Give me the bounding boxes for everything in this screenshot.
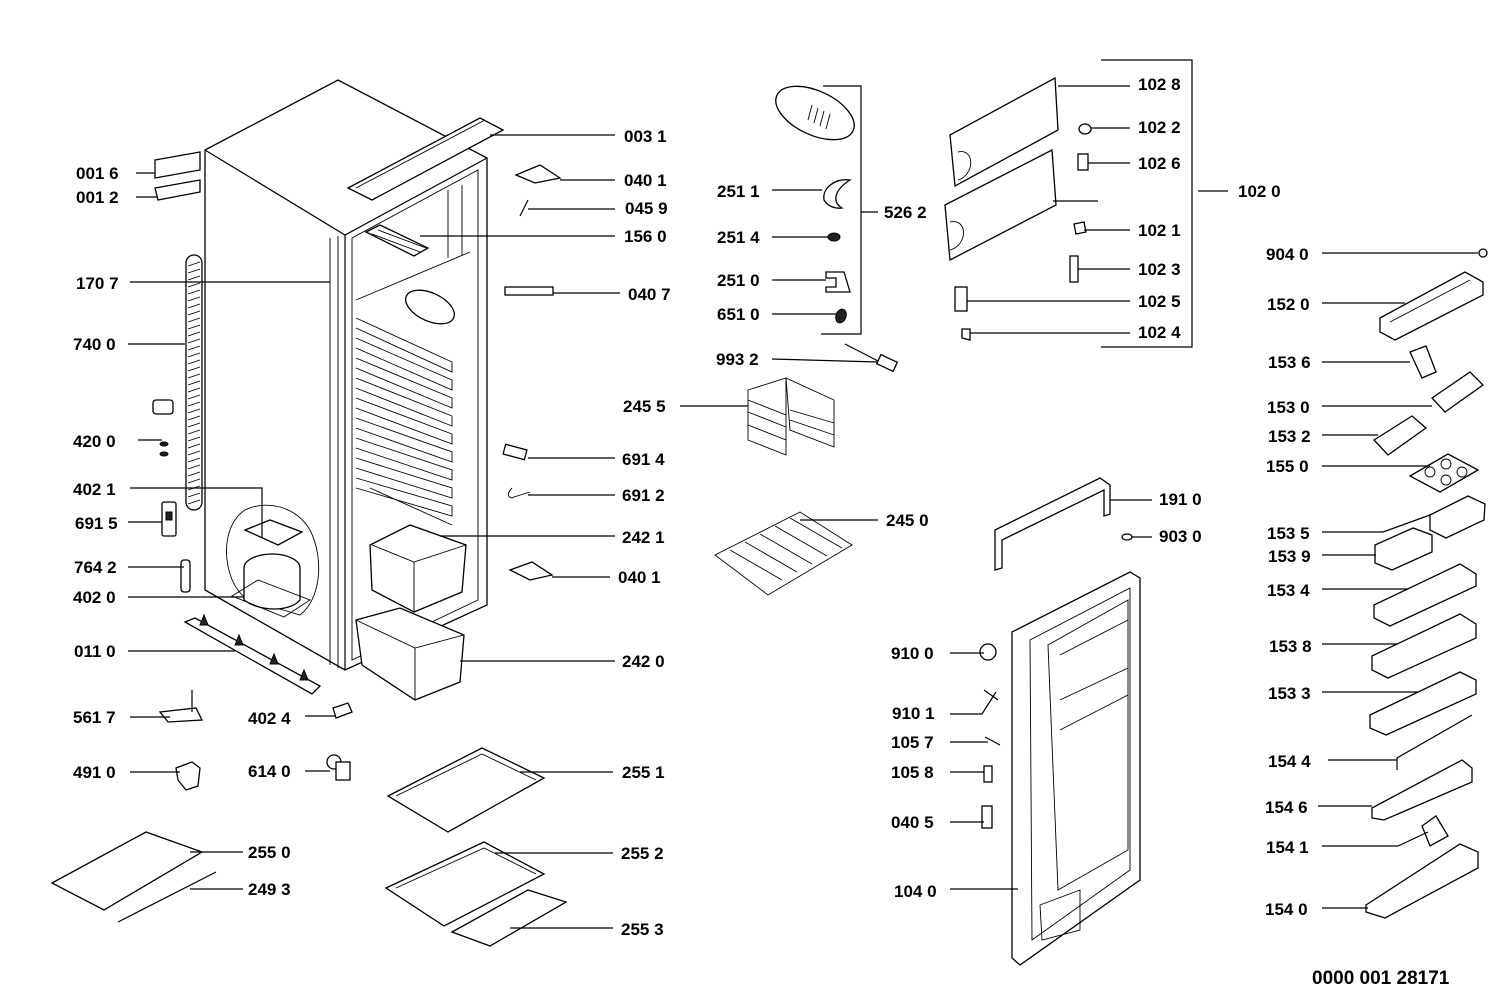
part-callout-251-4: 251 4 — [717, 228, 760, 247]
part-callout-251-1: 251 1 — [717, 182, 760, 201]
part-callout-910-1: 910 1 — [892, 704, 935, 723]
part-callout-245-5: 245 5 — [623, 397, 666, 416]
part-callout-040-1: 040 1 — [624, 171, 667, 190]
part-callout-102-6: 102 6 — [1138, 154, 1181, 173]
part-callout-420-0: 420 0 — [73, 432, 116, 451]
door-bins — [1365, 248, 1488, 919]
part-callout-255-3: 255 3 — [621, 920, 664, 939]
part-callout-903-0: 903 0 — [1159, 527, 1202, 546]
part-callout-102-1: 102 1 — [1138, 221, 1181, 240]
part-callout-153-4: 153 4 — [1267, 581, 1310, 600]
part-callout-154-6: 154 6 — [1265, 798, 1308, 817]
part-callout-040-1: 040 1 — [618, 568, 661, 587]
part-callout-561-7: 561 7 — [73, 708, 116, 727]
part-callout-153-9: 153 9 — [1268, 547, 1311, 566]
part-callout-152-0: 152 0 — [1267, 295, 1310, 314]
part-callout-001-6: 001 6 — [76, 164, 119, 183]
part-callout-011-0: 011 0 — [74, 642, 116, 661]
part-callout-102-8: 102 8 — [1138, 75, 1181, 94]
part-callout-651-0: 651 0 — [717, 305, 760, 324]
part-callout-191-0: 191 0 — [1159, 490, 1202, 509]
part-callout-740-0: 740 0 — [73, 335, 116, 354]
part-callout-691-4: 691 4 — [622, 450, 665, 469]
part-callout-104-0: 104 0 — [894, 882, 937, 901]
part-callout-102-2: 102 2 — [1138, 118, 1181, 137]
door-assembly — [979, 477, 1141, 966]
leader-lines — [128, 59, 1478, 929]
part-callout-001-2: 001 2 — [76, 188, 119, 207]
part-callout-045-9: 045 9 — [625, 199, 668, 218]
part-callout-614-0: 614 0 — [248, 762, 291, 781]
part-callout-040-7: 040 7 — [628, 285, 671, 304]
part-callout-993-2: 993 2 — [716, 350, 759, 369]
part-callout-242-1: 242 1 — [622, 528, 665, 547]
part-callout-691-2: 691 2 — [622, 486, 665, 505]
condenser — [185, 254, 203, 511]
part-callout-249-3: 249 3 — [248, 880, 291, 899]
part-callout-154-0: 154 0 — [1265, 900, 1308, 919]
part-callout-910-0: 910 0 — [891, 644, 934, 663]
part-callout-102-4: 102 4 — [1138, 323, 1181, 342]
crisper-drawer-lower — [355, 607, 465, 701]
part-callout-904-0: 904 0 — [1266, 245, 1309, 264]
part-callout-102-3: 102 3 — [1138, 260, 1181, 279]
part-callout-170-7: 170 7 — [76, 274, 119, 293]
loose-parts-middle — [502, 85, 899, 596]
part-callout-153-5: 153 5 — [1267, 524, 1310, 543]
part-callout-105-7: 105 7 — [891, 733, 934, 752]
part-callout-153-8: 153 8 — [1269, 637, 1312, 656]
part-callout-255-2: 255 2 — [621, 844, 664, 863]
document-number: 0000 001 28171 — [1312, 968, 1450, 989]
callout-labels: 001 6 001 2 170 7 740 0 420 0 402 1 691 5 764 2… — [73, 75, 1312, 939]
part-callout-764-2: 764 2 — [74, 558, 117, 577]
part-callout-154-1: 154 1 — [1266, 838, 1309, 857]
part-callout-491-0: 491 0 — [73, 763, 116, 782]
part-callout-402-1: 402 1 — [73, 480, 116, 499]
part-callout-102-5: 102 5 — [1138, 292, 1181, 311]
part-callout-040-5: 040 5 — [891, 813, 934, 832]
part-callout-251-0: 251 0 — [717, 271, 760, 290]
part-callout-245-0: 245 0 — [886, 511, 929, 530]
freezer-flap-assembly — [944, 76, 1092, 341]
part-callout-153-2: 153 2 — [1268, 427, 1311, 446]
glass-shelves — [50, 690, 568, 947]
part-callout-156-0: 156 0 — [624, 227, 667, 246]
crisper-drawer-upper — [369, 524, 467, 613]
part-callout-105-8: 105 8 — [891, 763, 934, 782]
part-callout-402-4: 402 4 — [248, 709, 291, 728]
part-callout-154-4: 154 4 — [1268, 752, 1311, 771]
part-callout-153-6: 153 6 — [1268, 353, 1311, 372]
part-callout-003-1: 003 1 — [624, 127, 667, 146]
ice-tray — [364, 224, 430, 257]
part-callout-255-0: 255 0 — [248, 843, 291, 862]
part-callout-153-3: 153 3 — [1268, 684, 1311, 703]
part-callout-526-2: 526 2 — [884, 203, 927, 222]
part-callout-691-5: 691 5 — [75, 514, 118, 533]
part-callout-155-0: 155 0 — [1266, 457, 1309, 476]
part-callout-102-0: 102 0 — [1238, 182, 1281, 201]
part-callout-402-0: 402 0 — [73, 588, 116, 607]
cabinet-body — [152, 79, 505, 701]
part-callout-242-0: 242 0 — [622, 652, 665, 671]
part-callout-255-1: 255 1 — [622, 763, 665, 782]
part-callout-153-0: 153 0 — [1267, 398, 1310, 417]
